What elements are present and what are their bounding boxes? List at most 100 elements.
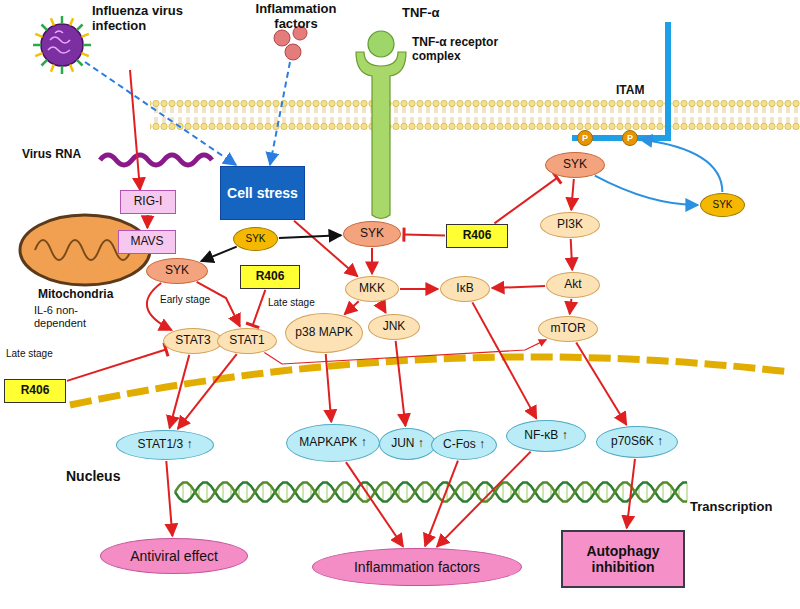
- stress-box: Cell stress: [220, 166, 305, 220]
- activation-connector: [346, 462, 403, 546]
- outcome-box: Autophagy inhibition: [561, 530, 685, 588]
- activation-connector: [147, 283, 172, 330]
- connector-line: [166, 461, 172, 536]
- virus-stress-arrow: [85, 62, 236, 165]
- node-text: Antiviral effect: [130, 548, 218, 564]
- activation-connector: [380, 302, 386, 312]
- inhibition-connector: [67, 343, 168, 381]
- node-text: P: [582, 133, 588, 143]
- nuclear-factor-oval: p70S6K ↑: [596, 426, 678, 458]
- signal-oval: mTOR: [538, 316, 598, 342]
- activation-connector: [400, 289, 438, 290]
- node-text: SYK: [563, 158, 587, 172]
- annotation: TNF-α: [402, 6, 440, 21]
- node-text: MKK: [359, 282, 385, 296]
- activation-connector: [326, 354, 332, 422]
- connector-line: [437, 452, 531, 547]
- stage-note: Late stage: [268, 297, 315, 309]
- node-text: Akt: [564, 278, 581, 292]
- connector-line: [570, 299, 572, 314]
- outcome-oval: Inflammation factors: [312, 548, 522, 586]
- connector-line: [346, 462, 403, 546]
- connector-line: [380, 302, 386, 312]
- annotation: Virus RNA: [22, 148, 81, 162]
- nuclear-factor-oval: NF-κB ↑: [506, 420, 586, 452]
- inflammation-particles: [274, 26, 307, 60]
- node-text: STAT3: [175, 334, 211, 348]
- node-text: SYK: [360, 227, 384, 241]
- inhibition-connector: [404, 228, 445, 242]
- activation-connector: [279, 235, 341, 238]
- activation-connector: [147, 215, 148, 228]
- virus-rna: [100, 155, 212, 165]
- node-text: NF-κB ↑: [524, 429, 567, 443]
- activation-connector: [492, 286, 545, 288]
- signal-oval: STAT3: [163, 328, 223, 354]
- node-text: mTOR: [550, 322, 585, 336]
- inhibition-connector: [246, 290, 265, 328]
- adaptor-box: MAVS: [118, 230, 176, 254]
- node-text: p70S6K ↑: [611, 435, 663, 449]
- activation-connector: [571, 239, 573, 270]
- node-text: Autophagy inhibition: [563, 543, 683, 575]
- node-text: p38 MAPK: [295, 326, 352, 340]
- node-text: R406: [256, 270, 285, 284]
- connector-line: [571, 239, 573, 270]
- signal-oval: PI3K: [540, 212, 600, 238]
- activation-connector: [425, 461, 458, 546]
- connector-line: [640, 139, 722, 192]
- stage-note: Late stage: [6, 348, 53, 360]
- connector-line: [201, 247, 237, 262]
- node-text: Cell stress: [227, 185, 298, 201]
- node-text: STAT1/3 ↑: [138, 438, 193, 452]
- activation-connector: [201, 247, 237, 262]
- activation-connector: [396, 341, 406, 426]
- nuclear-factor-oval: MAPKAPK ↑: [286, 424, 380, 462]
- nuclear-factor-oval: STAT1/3 ↑: [116, 430, 214, 460]
- influenza-virus: [33, 16, 91, 74]
- phospho-dot: P: [622, 130, 638, 146]
- activation-connector: [576, 342, 626, 424]
- phospho-dot: P: [577, 130, 593, 146]
- activation-connector: [178, 354, 237, 429]
- connector-line: [404, 234, 445, 237]
- activation-connector: [640, 139, 722, 192]
- signal-oval: Akt: [546, 272, 600, 298]
- node-text: R406: [21, 384, 50, 398]
- connector-line: [371, 248, 373, 274]
- itam-chain: [572, 22, 668, 138]
- connector-line: [326, 354, 332, 422]
- node-text: MAPKAPK ↑: [299, 436, 366, 450]
- connector-line: [400, 288, 438, 290]
- kinase-oval: SYK: [343, 221, 401, 247]
- node-text: MAVS: [130, 235, 163, 249]
- connector-line: [67, 350, 166, 381]
- connector-line: [492, 286, 545, 288]
- adaptor-box: RIG-I: [120, 190, 176, 214]
- dna-helix: [175, 482, 687, 501]
- tnf-receptor: [356, 31, 406, 219]
- factor-stress-arrow: [270, 62, 290, 165]
- connector-line: [472, 302, 536, 418]
- node-text: JUN ↑: [391, 437, 424, 451]
- connector-line: [147, 283, 172, 330]
- virus-to-rigi-arrow: [130, 70, 140, 190]
- inhibition-bar: [246, 323, 259, 328]
- node-text: JNK: [383, 320, 406, 334]
- signal-oval: IκB: [440, 276, 490, 302]
- activation-connector: [345, 301, 359, 314]
- nuclear-factor-oval: JUN ↑: [379, 428, 436, 460]
- activation-connector: [372, 248, 373, 274]
- signal-oval: STAT1: [217, 328, 277, 354]
- node-text: PI3K: [557, 218, 583, 232]
- activation-connector: [472, 302, 536, 418]
- activation-connector: [571, 179, 574, 210]
- nuclear-factor-oval: C-Fos ↑: [431, 430, 497, 460]
- annotation: Mitochondria: [38, 288, 113, 302]
- annotation: TNF-α receptor complex: [412, 36, 532, 64]
- inhibitor-box: R406: [240, 265, 300, 289]
- signal-oval: MKK: [345, 276, 399, 302]
- inhibitor-box: R406: [446, 224, 508, 248]
